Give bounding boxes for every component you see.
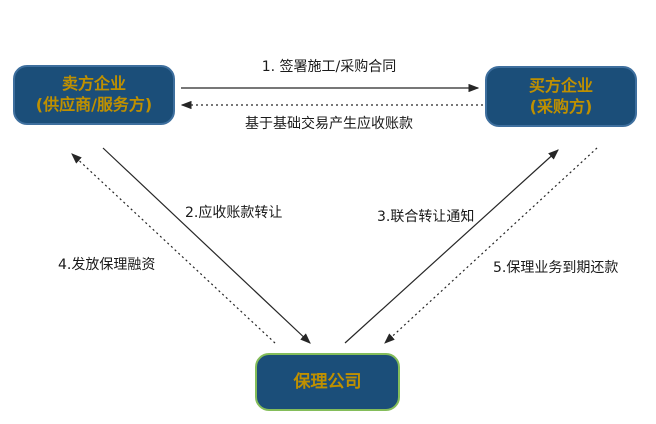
arrow-maturity-repayment — [384, 147, 598, 344]
label-factoring-financing: 4.发放保理融资 — [58, 257, 156, 273]
buyer-role: (采购方) — [529, 96, 593, 116]
label-maturity-repayment: 5.保理业务到期还款 — [493, 260, 619, 276]
seller-name: 卖方企业 — [61, 74, 126, 94]
arrow-transfer-notice — [344, 149, 559, 344]
node-buyer-company: 买方企业 (采购方) — [485, 66, 637, 127]
node-factoring-company: 保理公司 — [255, 353, 400, 411]
arrow-receivable-transfer — [102, 147, 311, 344]
buyer-name: 买方企业 — [528, 75, 593, 95]
factoring-company-name: 保理公司 — [293, 371, 362, 392]
node-seller-company: 卖方企业 (供应商/服务方) — [13, 65, 175, 125]
arrow-factoring-financing — [71, 153, 276, 344]
label-receivable-arises: 基于基础交易产生应收账款 — [245, 116, 413, 132]
seller-role: (供应商/服务方) — [35, 95, 153, 114]
label-sign-contract: 1. 签署施工/采购合同 — [261, 59, 397, 75]
label-transfer-notice: 3.联合转让通知 — [377, 209, 475, 225]
label-receivable-transfer: 2.应收账款转让 — [185, 205, 283, 221]
